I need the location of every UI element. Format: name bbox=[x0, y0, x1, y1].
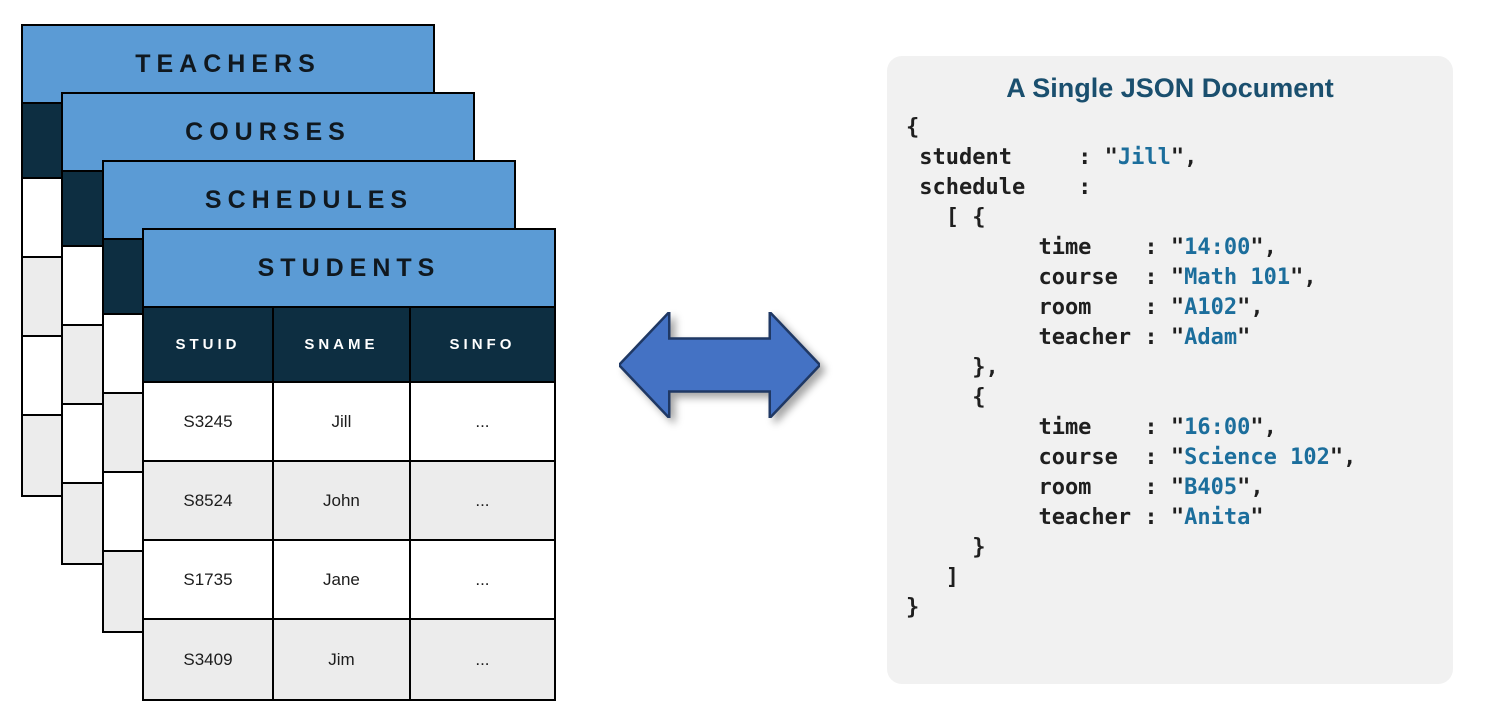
code-line: teacher : "Adam" bbox=[906, 325, 1251, 350]
table-cell: ... bbox=[475, 569, 490, 589]
code-line: course : "Science 102", bbox=[906, 445, 1357, 470]
column-header-cell: STUID bbox=[144, 308, 274, 381]
code-line: time : "14:00", bbox=[906, 235, 1277, 260]
table-cell: Jane bbox=[274, 541, 411, 618]
column-header-cell: SINFO bbox=[449, 336, 516, 353]
code-line: } bbox=[906, 595, 920, 620]
table-students: STUDENTS STUID SNAME SINFO S3245 Jill ..… bbox=[142, 228, 556, 701]
table-cell: John bbox=[274, 462, 411, 539]
table-row: S3409 Jim ... bbox=[144, 620, 554, 699]
json-code: { student : "Jill", schedule : [ { time … bbox=[906, 113, 1453, 623]
code-line: time : "16:00", bbox=[906, 415, 1277, 440]
table-row: S3245 Jill ... bbox=[144, 383, 554, 462]
table-row: S1735 Jane ... bbox=[144, 541, 554, 620]
table-cell: Jill bbox=[274, 383, 411, 460]
table-cell: ... bbox=[475, 649, 490, 669]
table-column-header: STUID SNAME SINFO bbox=[144, 308, 554, 383]
table-cell: S1735 bbox=[144, 541, 274, 618]
code-line: teacher : "Anita" bbox=[906, 505, 1264, 530]
code-line: }, bbox=[906, 355, 999, 380]
code-line: ] bbox=[906, 565, 959, 590]
code-line: { bbox=[906, 385, 986, 410]
table-title: TEACHERS bbox=[23, 26, 433, 104]
code-line: room : "A102", bbox=[906, 295, 1264, 320]
table-cell: S8524 bbox=[144, 462, 274, 539]
table-title: SCHEDULES bbox=[104, 162, 514, 240]
code-line: [ { bbox=[906, 205, 986, 230]
double-arrow-icon bbox=[617, 308, 822, 422]
table-title: STUDENTS bbox=[144, 230, 554, 308]
table-row: S8524 John ... bbox=[144, 462, 554, 541]
code-line: room : "B405", bbox=[906, 475, 1264, 500]
table-cell: S3409 bbox=[144, 620, 274, 699]
table-cell: ... bbox=[475, 490, 490, 510]
json-panel: A Single JSON Document { student : "Jill… bbox=[887, 56, 1453, 684]
code-line: student : "Jill", bbox=[906, 145, 1198, 170]
table-title: COURSES bbox=[63, 94, 473, 172]
column-header-cell: SNAME bbox=[274, 308, 411, 381]
table-cell: Jim bbox=[274, 620, 411, 699]
table-cell: S3245 bbox=[144, 383, 274, 460]
table-cell: ... bbox=[475, 411, 490, 431]
code-line: schedule : bbox=[906, 175, 1092, 200]
code-line: { bbox=[906, 115, 920, 140]
json-panel-title: A Single JSON Document bbox=[1006, 73, 1334, 103]
code-line: course : "Math 101", bbox=[906, 265, 1317, 290]
code-line: } bbox=[906, 535, 986, 560]
